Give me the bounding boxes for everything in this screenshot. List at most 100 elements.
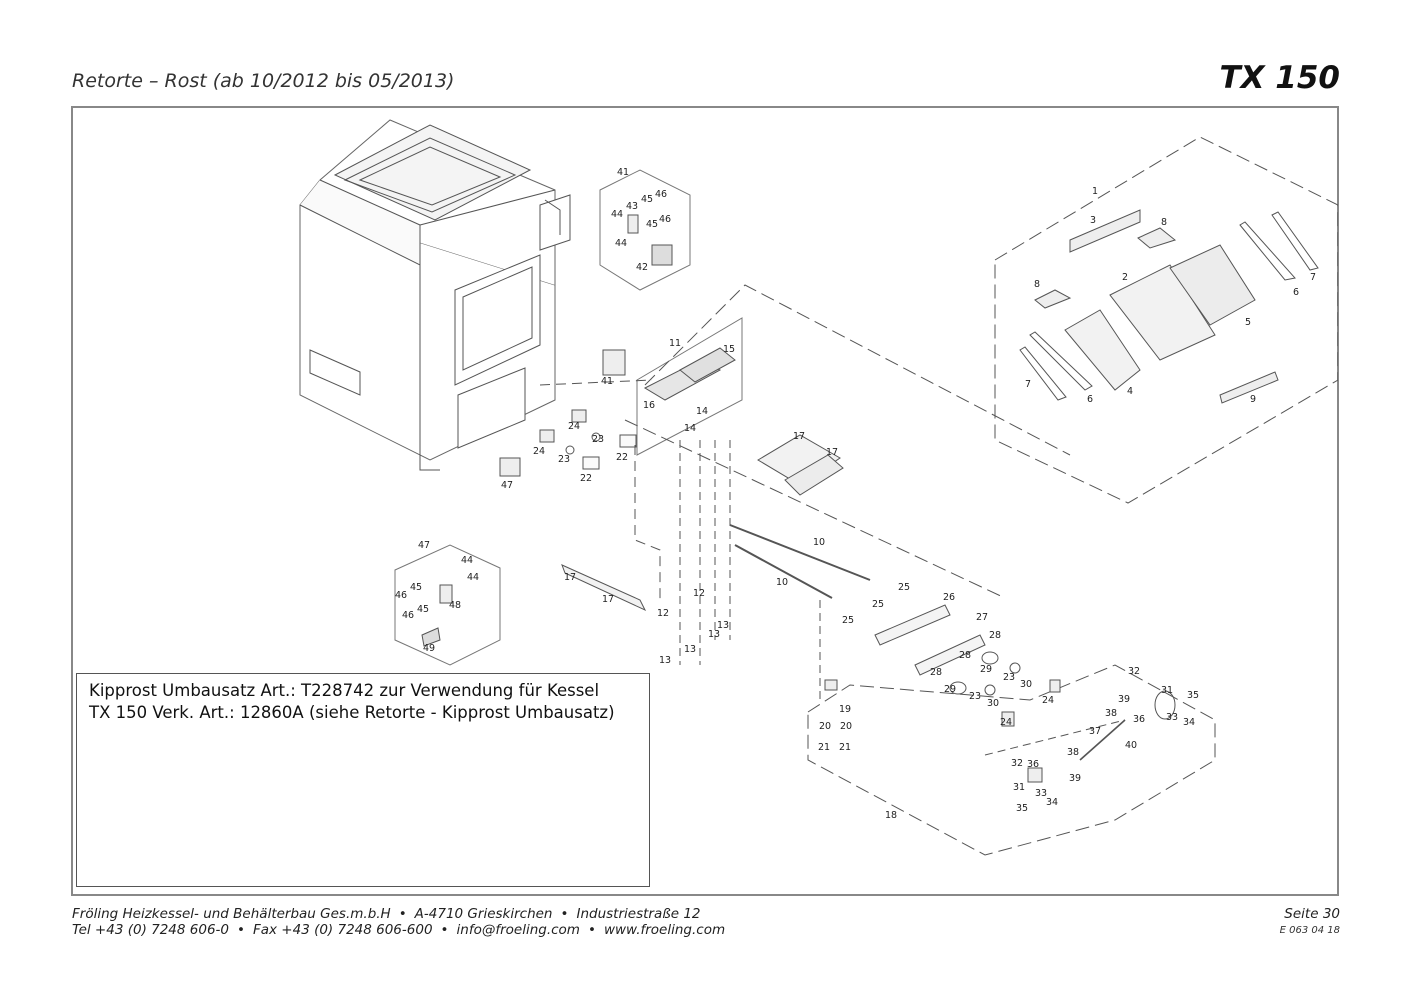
callout-34: 34 [1046, 797, 1058, 808]
callout-34: 34 [1183, 717, 1195, 728]
callout-11: 11 [669, 338, 681, 349]
phone-number: Tel +43 (0) 7248 606-0 [72, 922, 229, 938]
model-name: TX 150 [1219, 60, 1340, 96]
callout-39: 39 [1118, 694, 1130, 705]
callout-15: 15 [723, 344, 735, 355]
callout-19: 19 [839, 704, 851, 715]
callout-23: 23 [1003, 672, 1015, 683]
exploded-parts-diagram: 1 3 8 2 8 7 6 5 7 6 4 9 41 46 45 43 44 4… [299, 119, 1338, 886]
callout-28: 28 [959, 650, 971, 661]
callout-36: 36 [1027, 759, 1039, 770]
callout-6: 6 [1087, 394, 1093, 405]
callout-49: 49 [423, 643, 435, 654]
callout-28: 28 [930, 667, 942, 678]
callout-7: 7 [1310, 272, 1316, 283]
callout-17: 17 [826, 447, 838, 458]
callout-3: 3 [1090, 215, 1096, 226]
callout-8: 8 [1161, 217, 1167, 228]
callout-9: 9 [1250, 394, 1256, 405]
callout-42: 42 [636, 262, 648, 273]
callout-14: 14 [696, 406, 708, 417]
callout-17: 17 [602, 594, 614, 605]
callout-41: 41 [617, 167, 629, 178]
callout-2: 2 [1122, 272, 1128, 283]
page-title: Retorte – Rost (ab 10/2012 bis 05/2013) [72, 70, 455, 92]
page-number: Seite 30 [1284, 906, 1340, 922]
email-link[interactable]: info@froeling.com [456, 922, 580, 938]
callout-27: 27 [976, 612, 988, 623]
callout-47: 47 [418, 540, 430, 551]
document-code: E 063 04 18 [1279, 925, 1340, 936]
callout-13: 13 [684, 644, 696, 655]
company-street: Industriestraße 12 [576, 906, 701, 922]
bullet-separator: • [440, 922, 449, 938]
fax-number: Fax +43 (0) 7248 606-600 [252, 922, 433, 938]
callout-12: 12 [657, 608, 669, 619]
bullet-separator: • [398, 906, 407, 922]
callout-21: 21 [839, 742, 851, 753]
callout-37: 37 [1089, 726, 1101, 737]
callout-29: 29 [944, 684, 956, 695]
callout-23: 23 [558, 454, 570, 465]
callout-40: 40 [1125, 740, 1137, 751]
callout-44: 44 [467, 572, 479, 583]
callout-31: 31 [1161, 685, 1173, 696]
callout-25: 25 [872, 599, 884, 610]
callout-48: 48 [449, 600, 461, 611]
callout-22: 22 [580, 473, 592, 484]
bullet-separator: • [237, 922, 245, 938]
callout-23: 23 [592, 434, 604, 445]
callout-24: 24 [1042, 695, 1054, 706]
conversion-kit-info-box: Kipprost Umbausatz Art.: T228742 zur Ver… [76, 673, 650, 887]
website-link[interactable]: www.froeling.com [603, 922, 726, 938]
bullet-separator: • [587, 922, 596, 938]
callout-17: 17 [564, 572, 576, 583]
callout-13: 13 [708, 629, 720, 640]
company-address: A-4710 Grieskirchen [414, 906, 553, 922]
callout-30: 30 [987, 698, 999, 709]
callout-10: 10 [813, 537, 825, 548]
footer-line-1: Fröling Heizkessel- und Behälterbau Ges.… [72, 906, 701, 922]
callout-13: 13 [717, 620, 729, 631]
callout-17: 17 [793, 431, 805, 442]
callout-8: 8 [1034, 279, 1040, 290]
callout-39: 39 [1069, 773, 1081, 784]
callout-44: 44 [615, 238, 627, 249]
callout-25: 25 [842, 615, 854, 626]
footer-line-2: Tel +43 (0) 7248 606-0 • Fax +43 (0) 7248 … [72, 922, 725, 938]
callout-45: 45 [646, 219, 658, 230]
callout-41: 41 [601, 376, 613, 387]
callout-22: 22 [616, 452, 628, 463]
info-line-1: Kipprost Umbausatz Art.: T228742 zur Ver… [89, 681, 600, 700]
callout-24: 24 [533, 446, 545, 457]
drawing-frame [71, 106, 1339, 896]
callout-43: 43 [626, 201, 638, 212]
callout-47: 47 [501, 480, 513, 491]
callout-10: 10 [776, 577, 788, 588]
callout-32: 32 [1011, 758, 1023, 769]
callout-23: 23 [969, 691, 981, 702]
callout-32: 32 [1128, 666, 1140, 677]
callout-33: 33 [1035, 788, 1047, 799]
callout-45: 45 [410, 582, 422, 593]
info-line-2: TX 150 Verk. Art.: 12860A (siehe Retorte… [89, 703, 615, 722]
callout-7: 7 [1025, 379, 1031, 390]
boiler-housing [299, 119, 571, 471]
callout-38: 38 [1105, 708, 1117, 719]
callout-13: 13 [659, 655, 671, 666]
callout-46: 46 [655, 189, 667, 200]
callout-4: 4 [1127, 386, 1133, 397]
callout-1: 1 [1092, 186, 1098, 197]
callout-33: 33 [1166, 712, 1178, 723]
callout-20: 20 [840, 721, 852, 732]
callout-16: 16 [643, 400, 655, 411]
callout-44: 44 [611, 209, 623, 220]
callout-36: 36 [1133, 714, 1145, 725]
callout-35: 35 [1187, 690, 1199, 701]
callout-25: 25 [898, 582, 910, 593]
callout-20: 20 [819, 721, 831, 732]
callout-38: 38 [1067, 747, 1079, 758]
callout-26: 26 [943, 592, 955, 603]
callout-24: 24 [1000, 717, 1012, 728]
callout-45: 45 [417, 604, 429, 615]
